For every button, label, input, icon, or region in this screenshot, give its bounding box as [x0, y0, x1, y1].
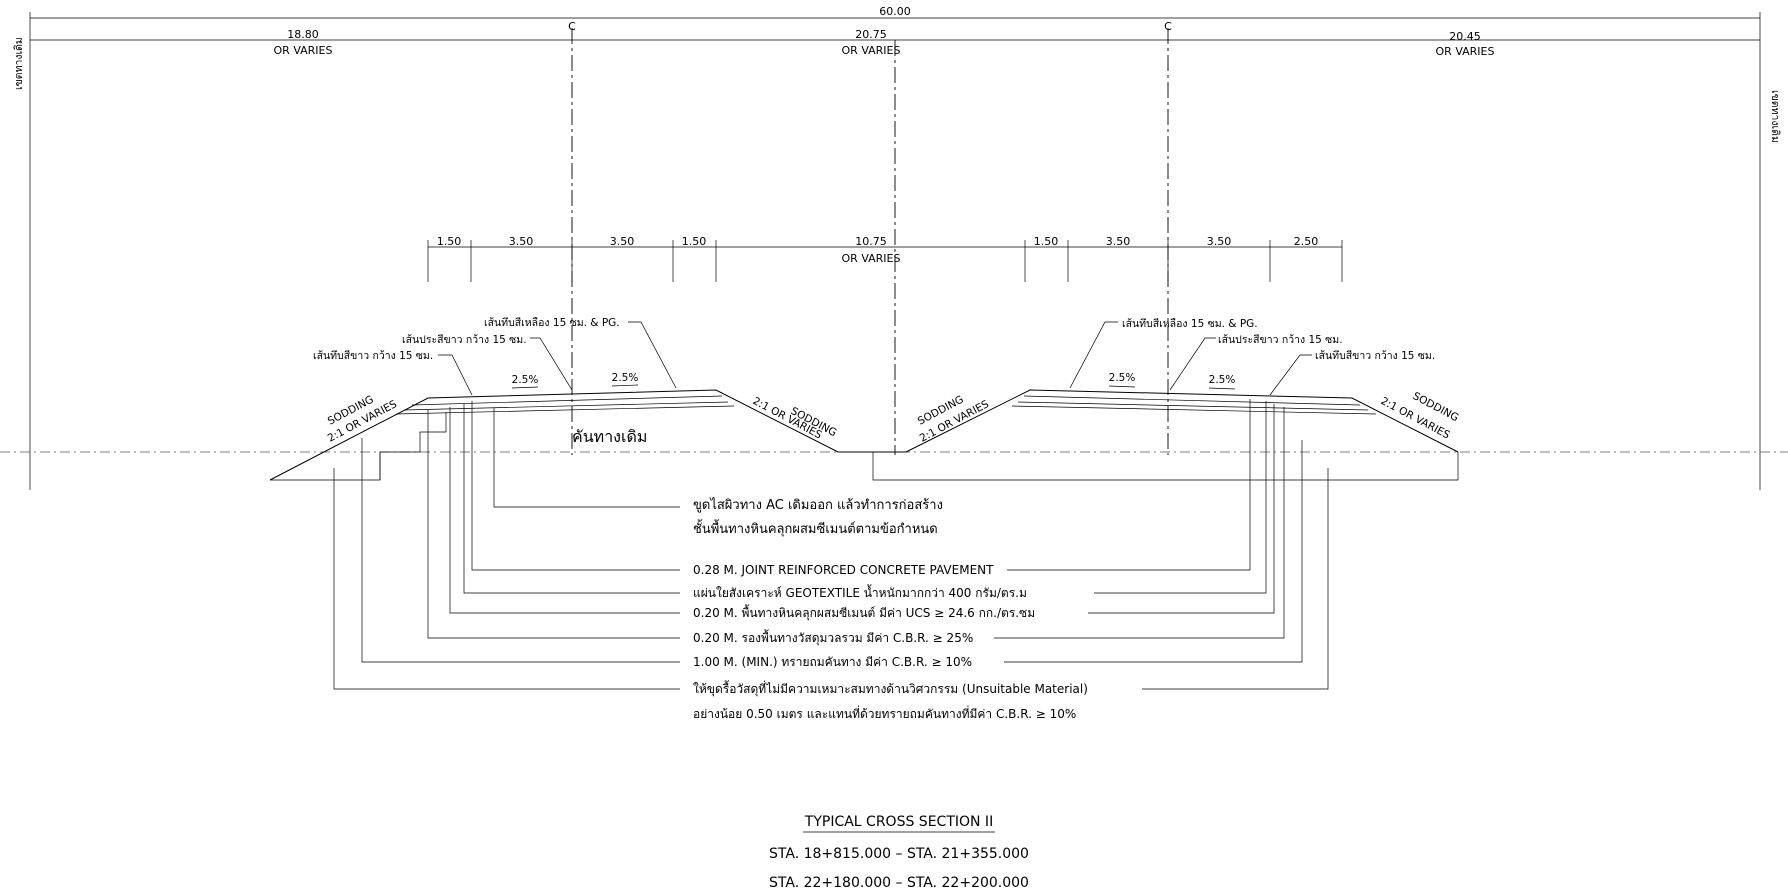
left-carriageway	[269, 389, 906, 481]
crossfall-4: 2.5%	[1209, 374, 1236, 386]
right-or-varies: OR VARIES	[1436, 45, 1495, 58]
dim-9: 2.50	[1294, 235, 1319, 248]
dim-4: 1.50	[682, 235, 707, 248]
right-width-label: 20.45	[1449, 30, 1481, 43]
left-width-label: 18.80	[287, 28, 319, 41]
notes: ขูดไสผิวทาง AC เดิมออก แล้วทำการก่อสร้าง…	[693, 497, 1088, 721]
top-span-labels: 18.80 OR VARIES 20.75 OR VARIES 20.45 OR…	[274, 28, 1495, 58]
dim-5: 10.75	[855, 235, 887, 248]
section-heading: TYPICAL CROSS SECTION II	[804, 814, 993, 830]
overall-width-label: 60.00	[879, 5, 911, 18]
note-2: ชั้นพื้นทางหินคลุกผสมซีเมนต์ตามข้อกำหนด	[693, 519, 938, 537]
dim-5-or-varies: OR VARIES	[842, 252, 901, 265]
note-8: ให้ขุดรื้อวัสดุที่ไม่มีความเหมาะสมทางด้า…	[693, 680, 1088, 697]
crossfall-3: 2.5%	[1109, 372, 1136, 384]
note-4: แผ่นใยสังเคราะห์ GEOTEXTILE น้ำหนักมากกว…	[693, 584, 1027, 600]
lane-dimension-row: 1.50 3.50 3.50 1.50 10.75 OR VARIES 1.50…	[427, 235, 1343, 282]
title-block: TYPICAL CROSS SECTION II STA. 18+815.000…	[769, 814, 1029, 891]
dim-8: 3.50	[1207, 235, 1232, 248]
centerline-mark-right: C	[1164, 20, 1172, 33]
note-9: อย่างน้อย 0.50 เมตร และแทนที่ด้วยทรายถมค…	[693, 705, 1076, 721]
overall-dimension: 60.00	[29, 5, 1761, 490]
row-boundary-right: เขตทางเดิม	[1769, 90, 1781, 143]
station-range-2: STA. 22+180.000 – STA. 22+200.000	[769, 875, 1029, 891]
dim-6: 1.50	[1034, 235, 1059, 248]
leader-lines	[333, 399, 1329, 690]
dim-7: 3.50	[1106, 235, 1131, 248]
dim-1: 1.50	[437, 235, 462, 248]
note-5: 0.20 M. พื้นทางหินคลุกผสมซีเมนต์ มีค่า U…	[693, 604, 1035, 621]
middle-width-label: 20.75	[855, 28, 887, 41]
dashed-white-label-right: เส้นประสีขาว กว้าง 15 ซม.	[1218, 333, 1343, 346]
dim-2: 3.50	[509, 235, 534, 248]
dim-3: 3.50	[610, 235, 635, 248]
marking-callouts: เส้นทึบสีเหลือง 15 ซม. & PG. เส้นประสีขา…	[313, 316, 1435, 396]
existing-road-label: คันทางเดิม	[572, 427, 647, 446]
solid-white-label-right: เส้นทึบสีขาว กว้าง 15 ซม.	[1315, 349, 1435, 362]
station-range-1: STA. 18+815.000 – STA. 21+355.000	[769, 846, 1029, 862]
middle-or-varies: OR VARIES	[842, 44, 901, 57]
note-1: ขูดไสผิวทาง AC เดิมออก แล้วทำการก่อสร้าง	[693, 497, 943, 513]
solid-white-label-left: เส้นทึบสีขาว กว้าง 15 ซม.	[313, 349, 433, 362]
crossfall-2: 2.5%	[612, 372, 639, 384]
row-boundary-left: เขตทางเดิม	[13, 37, 25, 90]
centerlines: C C	[568, 20, 1172, 455]
yellow-line-label-left: เส้นทึบสีเหลือง 15 ซม. & PG.	[484, 316, 620, 329]
note-7: 1.00 M. (MIN.) ทรายถมคันทาง มีค่า C.B.R.…	[693, 655, 972, 669]
note-3: 0.28 M. JOINT REINFORCED CONCRETE PAVEME…	[693, 563, 994, 577]
crossfall-1: 2.5%	[512, 374, 539, 386]
dashed-white-label-left: เส้นประสีขาว กว้าง 15 ซม.	[402, 333, 527, 346]
right-carriageway	[872, 389, 1459, 481]
note-6: 0.20 M. รองพื้นทางวัสดุมวลรวม มีค่า C.B.…	[693, 629, 973, 646]
left-or-varies: OR VARIES	[274, 44, 333, 57]
centerline-mark-left: C	[568, 20, 576, 33]
yellow-line-label-right: เส้นทึบสีเหลือง 15 ซม. & PG.	[1122, 317, 1258, 330]
